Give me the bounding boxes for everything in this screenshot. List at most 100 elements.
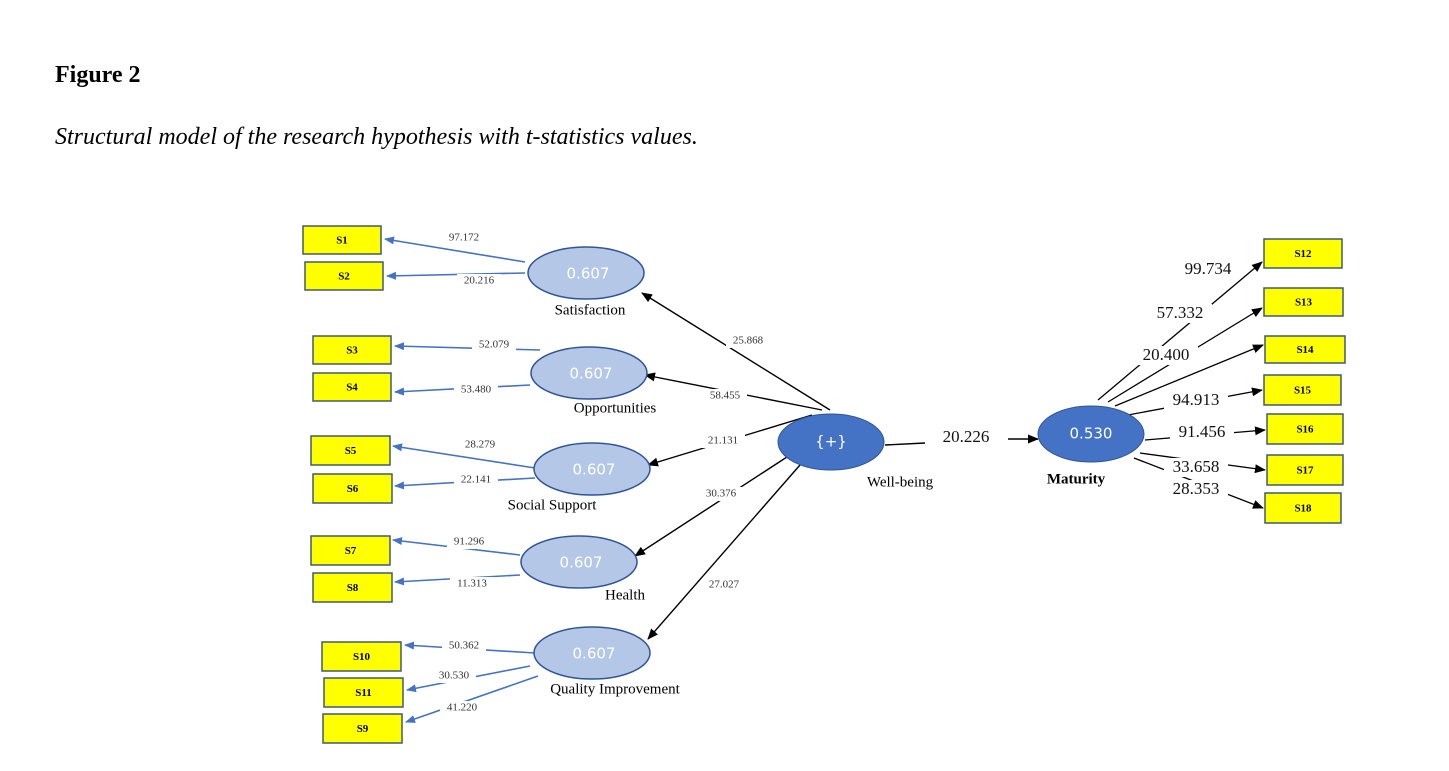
loading-t-value: 91.296 [454,536,485,548]
indicator-box-s12 [1263,238,1343,269]
indicator-box-s4 [312,372,392,402]
indicator-box-s1 [302,225,382,255]
latent-variable-opportunities [530,346,648,400]
loading-t-value: 22.141 [461,474,491,486]
indicator-label: S7 [345,545,357,557]
measurement-arrow [392,443,536,469]
label-background [442,639,486,653]
indicator-label: S11 [355,687,372,699]
latent-variable-label: Health [605,587,645,603]
indicator-label: S15 [1294,385,1312,397]
indicator-label: S10 [353,651,371,663]
loading-t-value: 20.216 [464,275,495,287]
label-background [701,434,745,448]
indicator-box-s14 [1264,335,1346,364]
indicator-box-s6 [312,473,393,504]
measurement-arrow-maturity [1097,261,1263,401]
indicator-box-s13 [1263,287,1344,317]
measurement-arrow [384,236,526,263]
path-t-value-opportunities: 58.455 [710,390,741,402]
loading-t-value: 41.220 [447,702,478,714]
loading-t-value: 57.332 [1157,303,1204,322]
loading-t-value: 20.400 [1143,345,1190,364]
indicator-label: S6 [347,483,359,495]
structural-path-health [634,454,791,557]
label-background [699,487,743,501]
path-t-value-social-support: 21.131 [708,435,738,447]
label-background [454,383,498,397]
loading-t-value: 99.734 [1185,259,1232,278]
indicator-box-s9 [322,713,403,744]
indicator-label: S4 [346,382,358,394]
label-background [1170,423,1234,442]
latent-variable-quality-improvement [533,626,651,680]
indicator-label: S2 [338,271,350,283]
measurement-arrow [394,342,541,351]
path-t-value-satisfaction: 25.868 [733,335,764,347]
label-background [458,438,502,452]
label-background [702,578,746,592]
wellbeing-value: {+} [815,433,847,451]
loading-t-value: 52.079 [479,339,510,351]
structural-path-segment [884,442,926,446]
loading-t-value: 28.353 [1173,479,1220,498]
label-background [1164,458,1228,477]
indicator-box-s10 [321,641,402,672]
latent-variable-label: Social Support [508,497,598,513]
indicator-box-s15 [1263,374,1342,406]
label-background [447,535,491,549]
indicator-box-s8 [312,572,393,603]
indicator-box-s2 [304,261,384,291]
label-background [442,231,486,245]
figure-caption: Structural model of the research hypothe… [55,124,698,150]
path-t-value-wellbeing-maturity: 20.226 [943,427,990,446]
r-squared-value: 0.607 [570,365,613,383]
indicator-label: S16 [1296,424,1314,436]
label-background [703,389,747,403]
indicator-box-s3 [312,335,392,365]
r-squared-value: 0.607 [573,645,616,663]
latent-variable-label: Satisfaction [555,302,626,318]
label-background [1134,346,1198,365]
loading-t-value: 50.362 [449,640,479,652]
indicator-label: S12 [1294,248,1312,260]
latent-variable-satisfaction [527,246,645,300]
loading-t-value: 97.172 [449,232,479,244]
path-t-value-quality-improvement: 27.027 [709,579,740,591]
indicator-label: S8 [347,582,359,594]
indicator-label: S13 [1295,297,1313,309]
loading-t-value: 94.913 [1173,390,1220,409]
latent-variable-label: Opportunities [574,400,657,416]
indicator-box-s5 [310,435,391,466]
figure-title: Figure 2 [55,62,141,88]
indicator-label: S1 [336,235,348,247]
label-background [472,338,516,352]
latent-variable-wellbeing [777,413,885,471]
loading-t-value: 33.658 [1173,457,1220,476]
indicator-label: S18 [1294,503,1312,515]
label-background [726,334,770,348]
r-squared-value: 0.607 [560,554,603,572]
indicator-box-s7 [310,535,391,566]
label-background [1148,304,1212,323]
structural-path-quality-improvement [647,464,801,640]
label-background [454,473,498,487]
measurement-arrow-maturity [1114,344,1264,407]
loading-t-value: 91.456 [1179,422,1226,441]
label-background [450,577,494,591]
measurement-arrow [405,675,539,723]
label-background [1164,480,1228,499]
label-background [432,669,476,683]
path-t-value-health: 30.376 [706,488,737,500]
structural-path-satisfaction [641,292,831,411]
wellbeing-label: Well-being [867,474,934,490]
label-background [457,274,501,288]
label-background [1164,391,1228,410]
label-background [440,701,484,715]
loading-t-value: 30.530 [439,670,470,682]
indicator-label: S9 [357,723,369,735]
latent-variable-maturity [1037,405,1145,463]
indicator-box-s16 [1266,413,1344,445]
r-squared-value: 0.607 [573,461,616,479]
